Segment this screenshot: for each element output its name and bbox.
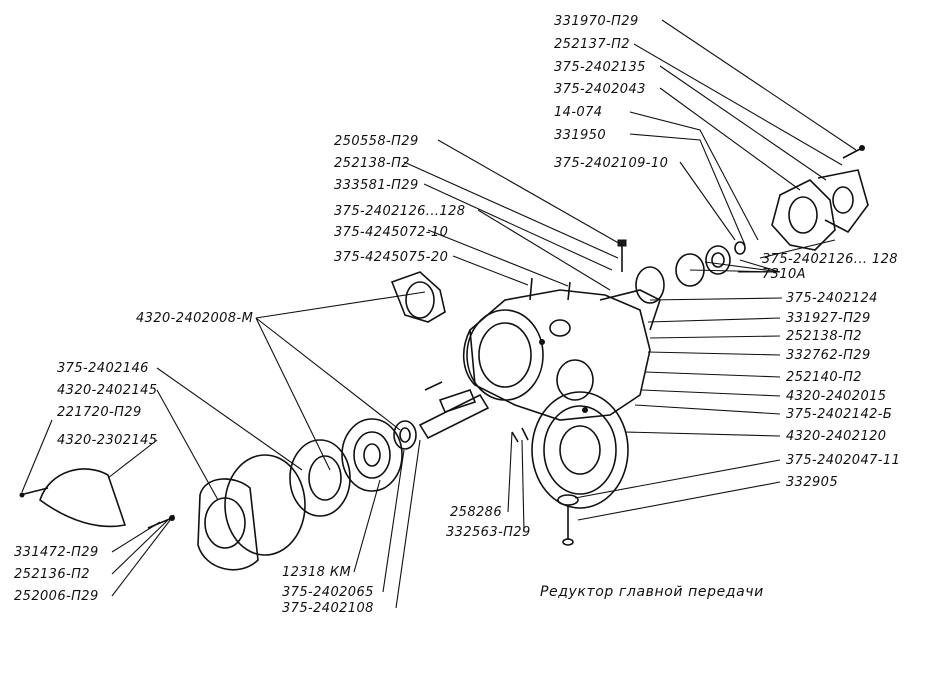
label-252140-p2: 252140-П2: [786, 370, 862, 385]
roller-bearing: [341, 418, 403, 492]
label-4320-2402120: 4320-2402120: [786, 429, 886, 444]
label-375-4245075-20: 375-4245075-20: [334, 250, 448, 265]
label-250558-p29: 250558-П29: [334, 134, 419, 149]
label-258286: 258286: [450, 505, 502, 520]
bottom-bolt: [557, 494, 579, 546]
label-252138-p2-right: 252138-П2: [786, 329, 862, 344]
label-375-2402109-10: 375-2402109-10: [554, 156, 668, 171]
label-375-2402146: 375-2402146: [57, 361, 149, 376]
label-375-2402047-11: 375-2402047-11: [786, 453, 900, 468]
label-252136-p2: 252136-П2: [14, 567, 90, 582]
label-331970-p29: 331970-П29: [554, 14, 639, 29]
label-332905: 332905: [786, 475, 838, 490]
flange: [771, 145, 869, 251]
label-375-2402142-b: 375-2402142-Б: [786, 407, 892, 422]
label-332762-p29: 332762-П29: [786, 348, 871, 363]
label-221720-p29: 221720-П29: [57, 405, 142, 420]
small-fasteners-bottom: [511, 427, 529, 443]
reducer-housing: [462, 289, 661, 421]
label-4320-2402145: 4320-2402145: [57, 383, 157, 398]
label-14-074: 14-074: [554, 105, 602, 120]
label-375-2402108: 375-2402108: [282, 601, 374, 616]
half-cover: [19, 468, 127, 528]
leader-lines: [21, 19, 857, 609]
bevel-gear: [289, 439, 351, 517]
bearing-cup-assembly: [635, 241, 746, 304]
label-4320-2402015: 4320-2402015: [786, 389, 886, 404]
label-252137-p2: 252137-П2: [554, 37, 630, 52]
washer: [393, 420, 417, 450]
small-bolts-top: [529, 239, 627, 301]
label-331950: 331950: [554, 128, 606, 143]
pinion-gear: [390, 271, 446, 323]
part-labels: 331970-П29 252137-П2 375-2402135 375-240…: [14, 14, 900, 616]
label-375-2402065: 375-2402065: [282, 585, 374, 600]
label-7310a: 7310А: [762, 267, 806, 282]
label-375-4245072-10: 375-4245072-10: [334, 225, 448, 240]
label-375-2402135: 375-2402135: [554, 60, 646, 75]
label-12318-km: 12318 КМ: [282, 565, 351, 580]
label-252006-p29: 252006-П29: [14, 589, 99, 604]
label-332563-p29: 332563-П29: [446, 525, 531, 540]
label-4320-2402008-m: 4320-2402008-М: [136, 311, 253, 326]
cover-and-gasket: [197, 454, 306, 571]
label-331472-p29: 331472-П29: [14, 545, 99, 560]
parts-drawing: [19, 145, 869, 571]
ring-gear: [531, 391, 629, 509]
label-375-2402126-128-right: 375-2402126... 128: [762, 252, 898, 267]
label-375-2402126-128-left: 375-2402126...128: [334, 204, 465, 219]
label-331927-p29: 331927-П29: [786, 311, 871, 326]
drive-pinion-shaft: [418, 381, 490, 440]
label-375-2402043: 375-2402043: [554, 82, 646, 97]
diagram-title: Редуктор главной передачи: [540, 584, 764, 600]
label-375-2402124: 375-2402124: [786, 291, 878, 306]
label-333581-p29: 333581-П29: [334, 178, 419, 193]
label-252138-p2-top: 252138-П2: [334, 156, 410, 171]
label-4320-2302145: 4320-2302145: [57, 433, 157, 448]
